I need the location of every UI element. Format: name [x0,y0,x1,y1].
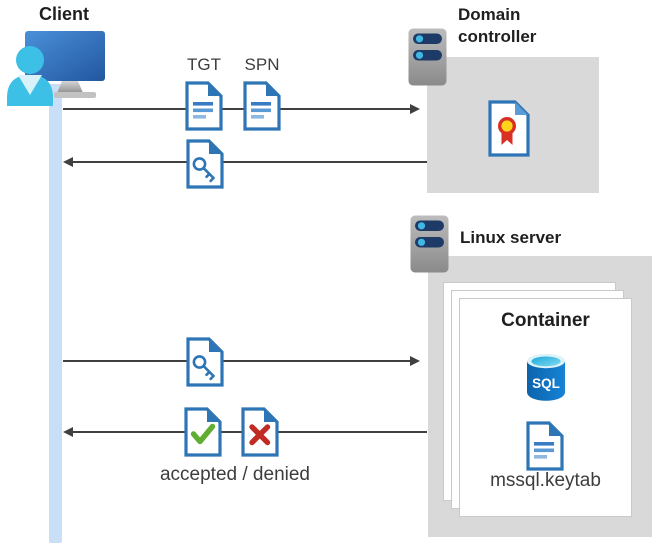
tgt-document-icon [185,81,223,131]
sql-database-icon: SQL [525,352,567,402]
server-icon [408,28,447,86]
client-label: Client [38,4,89,24]
spn-label: SPN [244,55,280,74]
arrowhead-left-icon [63,156,73,167]
arrowhead-left-icon [63,426,73,437]
certificate-icon [488,100,530,157]
container-label: Container [501,310,590,331]
key-ticket-icon [186,139,224,189]
container-page-front [459,298,632,517]
arrow-client-to-container [63,360,410,362]
client-lifeline [49,84,62,543]
arrowhead-right-icon [410,103,420,114]
spn-document-icon [243,81,281,131]
tgt-label: TGT [187,55,221,74]
accepted-denied-label: accepted / denied [159,464,310,485]
arrowhead-right-icon [410,355,420,366]
server-icon [410,215,449,273]
domain-controller-label: Domain controller [458,5,537,46]
keytab-document-icon [526,421,564,471]
cross-document-icon [241,407,279,457]
arrow-dc-to-client [72,161,427,163]
key-ticket-icon [186,337,224,387]
client-workstation-icon [5,28,107,106]
check-document-icon [184,407,222,457]
sql-badge-text: SQL [532,376,560,391]
keytab-label: mssql.keytab [490,470,601,491]
arrow-client-to-dc [63,108,410,110]
linux-server-label: Linux server [460,228,562,247]
